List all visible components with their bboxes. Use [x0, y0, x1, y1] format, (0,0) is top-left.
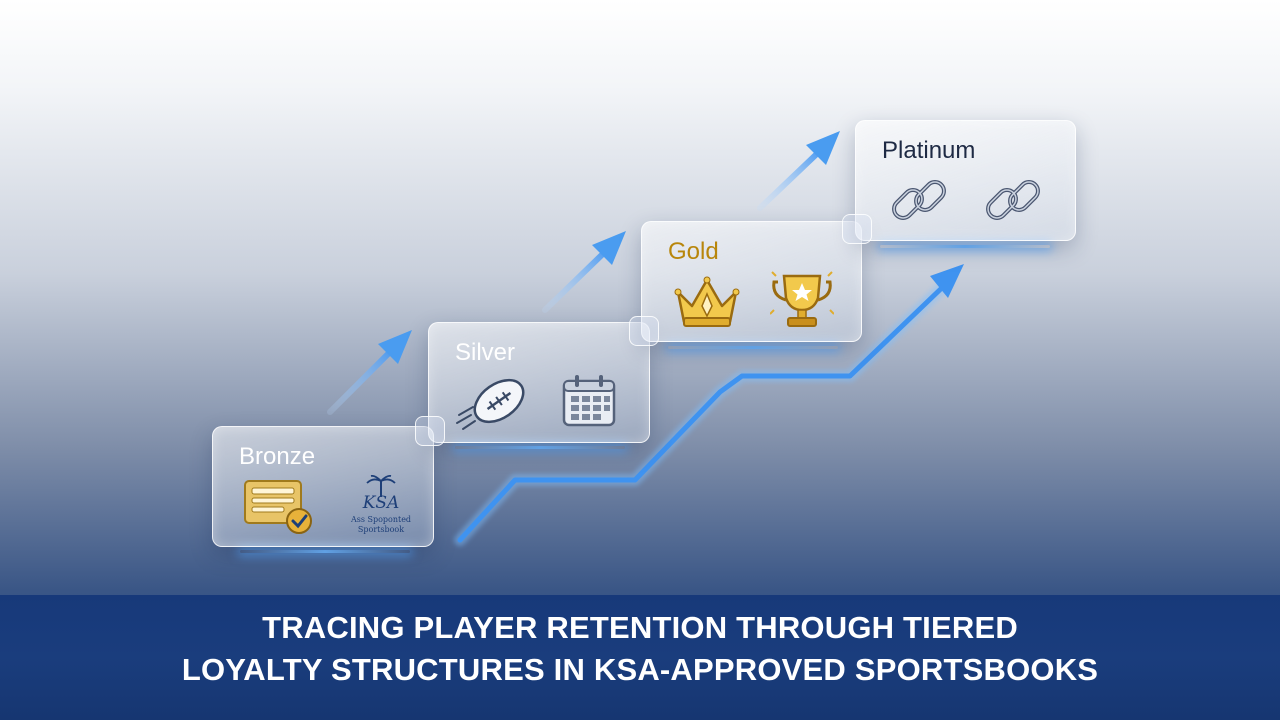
crown-icon: [674, 276, 740, 327]
headline-line-2: LOYALTY STRUCTURES IN KSA-APPROVED SPORT…: [181, 652, 1099, 687]
chain-link-icon: [986, 180, 1040, 220]
headline-line-1: TRACING PLAYER RETENTION THROUGH TIERED: [262, 610, 1018, 645]
ksa-logo-mark: KSA: [362, 493, 400, 513]
ksa-logo-line1: Ass Spoponted: [350, 515, 412, 524]
connector-node: [415, 416, 445, 446]
trophy-icon: [770, 271, 834, 327]
step-arrow-2: [542, 231, 626, 313]
football-icon: [456, 378, 525, 430]
ksa-logo-line2: Sportsbook: [357, 525, 405, 534]
bronze-glow: [240, 550, 410, 553]
connector-node: [842, 214, 872, 244]
checklist-icon: [244, 480, 312, 534]
palm-tree-icon: [366, 474, 396, 497]
tier-title-platinum: Platinum: [882, 137, 976, 164]
chain-link-icon: [892, 180, 946, 220]
connector-node: [629, 316, 659, 346]
platinum-glow: [880, 245, 1050, 248]
calendar-icon: [562, 375, 616, 427]
silver-glow: [455, 446, 625, 449]
tier-card-gold: Gold: [641, 221, 862, 342]
tier-card-silver: Silver: [428, 322, 650, 443]
tier-title-silver: Silver: [455, 339, 516, 366]
growth-line: [454, 264, 964, 546]
step-arrow-1: [327, 330, 412, 415]
gold-glow: [668, 346, 838, 349]
step-arrow-3: [757, 131, 840, 211]
headline-banner: [0, 595, 1280, 720]
tier-title-bronze: Bronze: [239, 443, 316, 470]
tier-title-gold: Gold: [668, 238, 719, 265]
tier-card-bronze: Bronze KSA Ass Spoponted Sportsbook: [212, 426, 434, 547]
ksa-logo-icon: KSA Ass Spoponted Sportsbook: [341, 474, 421, 537]
tier-card-platinum: Platinum: [855, 120, 1076, 241]
